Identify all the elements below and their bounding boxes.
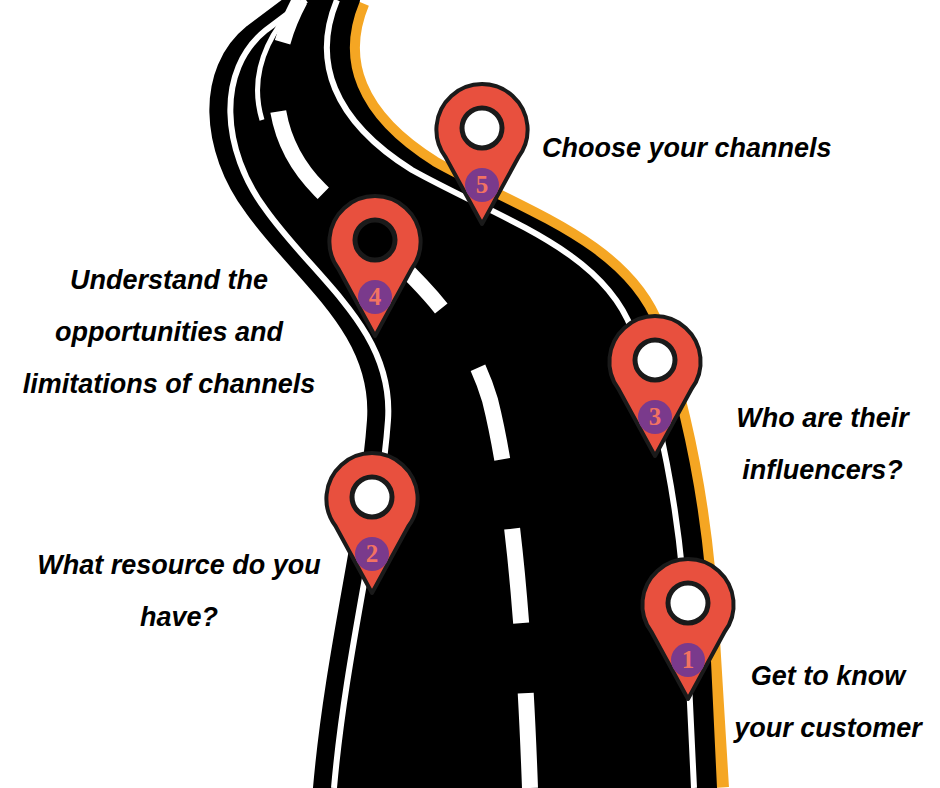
pin-shape	[322, 450, 422, 600]
step-label: Get to know your customer	[722, 650, 934, 754]
number-badge	[465, 168, 499, 202]
step-number: 1	[671, 643, 705, 677]
map-pin: 2What resource do you have?	[322, 450, 422, 600]
step-number: 2	[355, 537, 389, 571]
step-label: What resource do you have?	[18, 539, 340, 643]
map-pin: 3Who are their influencers?	[605, 313, 705, 463]
pin-body	[329, 196, 420, 336]
pin-body	[642, 559, 733, 699]
pin-hole	[462, 108, 502, 148]
pin-body	[609, 316, 700, 456]
road-lane-line	[258, 0, 300, 120]
step-label: Who are their influencers?	[715, 392, 930, 496]
number-badge	[671, 643, 705, 677]
step-number: 5	[465, 168, 499, 202]
step-label: Understand the opportunities and limitat…	[8, 254, 330, 410]
map-pin: 5Choose your channels	[432, 81, 532, 231]
map-pin: 1Get to know your customer	[638, 556, 738, 706]
number-badge	[355, 537, 389, 571]
pin-shape	[638, 556, 738, 706]
number-badge	[638, 400, 672, 434]
number-badge	[358, 280, 392, 314]
pin-hole	[352, 477, 392, 517]
pin-body	[436, 84, 527, 224]
pin-body	[326, 453, 417, 593]
map-pin: 4Understand the opportunities and limita…	[325, 193, 425, 343]
pin-shape	[325, 193, 425, 343]
pin-hole	[355, 220, 395, 260]
pin-hole	[635, 340, 675, 380]
step-label: Choose your channels	[542, 122, 922, 174]
pin-hole	[668, 583, 708, 623]
pin-shape	[605, 313, 705, 463]
step-number: 3	[638, 400, 672, 434]
step-number: 4	[358, 280, 392, 314]
pin-shape	[432, 81, 532, 231]
